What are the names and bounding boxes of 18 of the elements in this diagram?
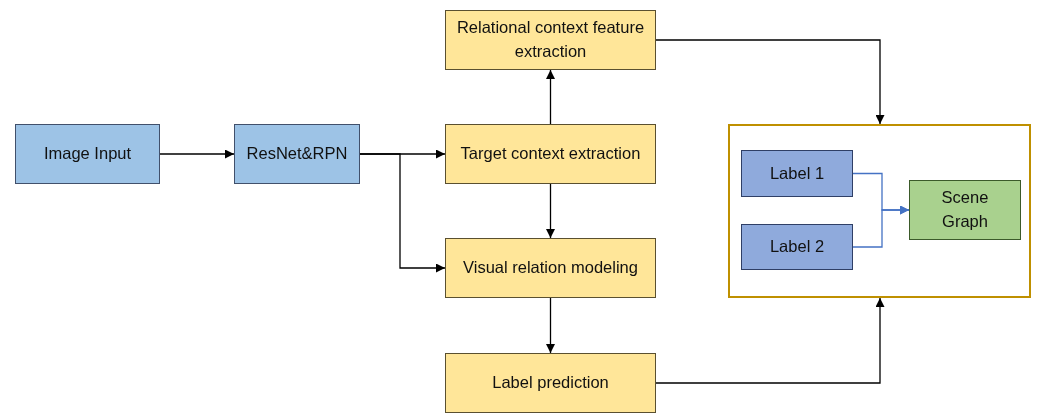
label-box: Label 2	[741, 224, 853, 270]
arrow	[655, 297, 885, 384]
label-box: Label 1	[741, 150, 853, 197]
group-frame	[728, 124, 1031, 298]
process-box: Visual relation modeling	[445, 238, 656, 298]
process-box: ResNet&RPN	[234, 124, 360, 184]
arrow	[655, 39, 885, 125]
process-box: Label prediction	[445, 353, 656, 413]
process-box: Target context extraction	[445, 124, 656, 184]
process-box: Relational context feature extraction	[445, 10, 656, 70]
arrow	[546, 69, 555, 125]
process-box: Image Input	[15, 124, 160, 184]
arrow	[159, 149, 235, 159]
output-box: Scene Graph	[909, 180, 1021, 240]
arrow	[546, 183, 555, 239]
arrow	[852, 205, 910, 248]
arrow	[359, 153, 446, 273]
arrow	[546, 297, 555, 354]
